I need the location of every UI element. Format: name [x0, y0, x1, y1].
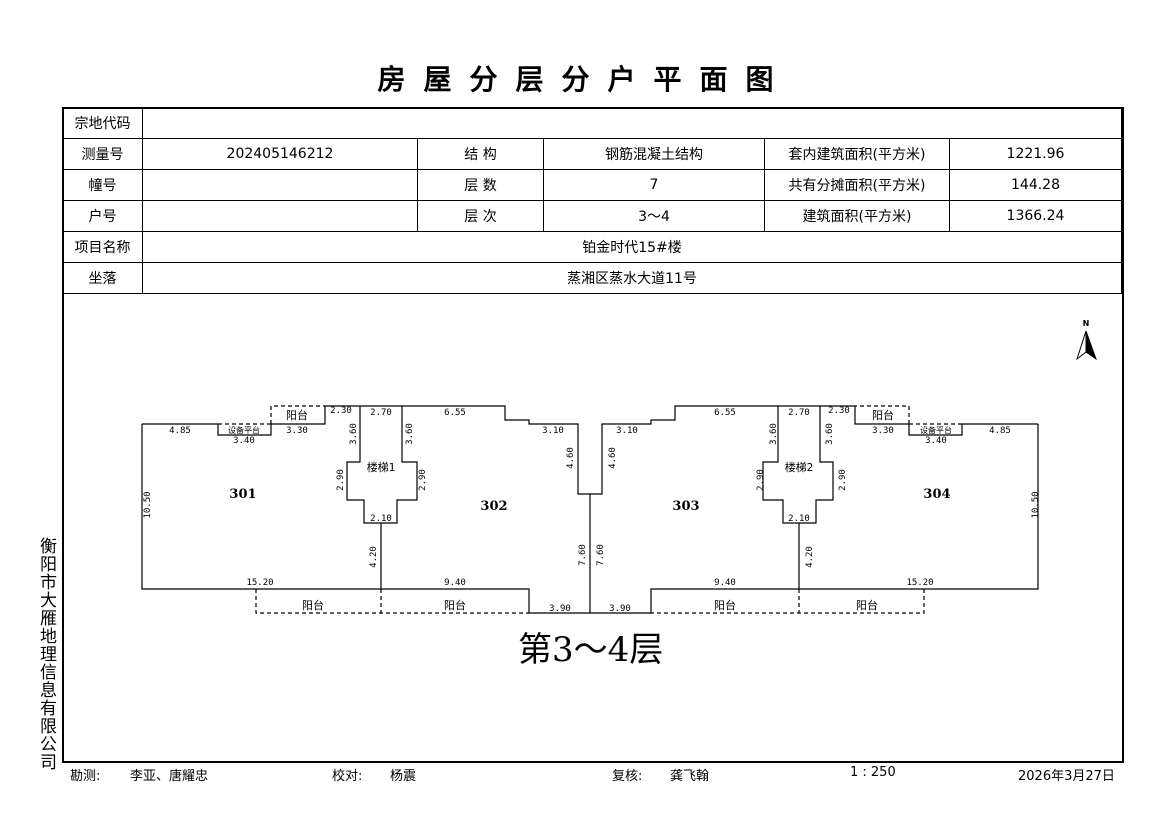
date: 2026年3月27日 [1018, 769, 1115, 784]
dimension-label: 7.60 [578, 544, 588, 566]
dimension-label: 2.30 [828, 406, 850, 416]
dimension-label: 4.85 [169, 426, 191, 436]
dimension-label: 2.30 [330, 406, 352, 416]
dimension-label: 2.90 [756, 469, 766, 491]
dimension-label: 3.10 [542, 426, 564, 436]
dimension-label: 2.90 [336, 469, 346, 491]
equipment-platform-wall [217, 424, 272, 436]
label-zongdi: 宗地代码 [62, 107, 143, 139]
dimension-label: 3.40 [233, 436, 255, 446]
value-floors: 7 [543, 169, 765, 201]
company-name: 衡阳市大雁地理信息有限公司 [40, 537, 57, 773]
floor-label: 第3～4层 [518, 630, 664, 670]
balcony-label: 阳台 [872, 408, 894, 422]
dimension-label: 2.10 [788, 514, 810, 524]
checker: 杨震 [390, 769, 417, 784]
balcony-dashed [255, 589, 529, 614]
dimension-label: 3.90 [609, 604, 631, 614]
balcony-dashed [855, 405, 910, 424]
value-inner-area: 1221.96 [949, 138, 1122, 170]
dimension-label: 2.70 [788, 408, 810, 418]
reviewer-label: 复核: [612, 769, 643, 784]
surveyor-label: 勘测: [70, 769, 101, 784]
balcony-label: 阳台 [302, 598, 324, 612]
dimension-label: 3.60 [405, 423, 415, 445]
dimension-label: 4.85 [989, 426, 1011, 436]
dimension-label: 2.90 [418, 469, 428, 491]
page-title: 房屋分层分户平面图 [377, 63, 792, 96]
dimension-label: 9.40 [444, 578, 466, 588]
dimension-label: 4.20 [369, 546, 379, 568]
scale: 1 : 250 [850, 765, 896, 780]
balcony-label: 阳台 [856, 598, 878, 612]
dimension-label: 7.60 [596, 544, 606, 566]
dimension-label: 4.20 [805, 546, 815, 568]
stair-label: 楼梯1 [367, 460, 396, 474]
reviewer: 龚飞翰 [670, 769, 710, 784]
north-arrow-icon [1085, 330, 1097, 361]
dimension-label: 3.60 [769, 423, 779, 445]
dimension-label: 3.60 [349, 423, 359, 445]
room-number: 303 [672, 499, 699, 514]
surveyor: 李亚、唐耀忠 [130, 769, 209, 784]
dimension-label: 4.60 [566, 447, 576, 469]
dimension-label: 6.55 [444, 408, 466, 418]
dimension-label: 3.90 [549, 604, 571, 614]
value-total-area: 1366.24 [949, 200, 1122, 232]
dimension-label: 15.20 [906, 578, 933, 588]
dimension-label: 9.40 [714, 578, 736, 588]
checker-label: 校对: [332, 769, 363, 784]
value-level: 3～4 [543, 200, 765, 232]
balcony-label: 阳台 [286, 408, 308, 422]
dimension-label: 3.30 [872, 426, 894, 436]
balcony-dashed [651, 589, 925, 614]
dimension-label: 6.55 [714, 408, 736, 418]
dimension-label: 2.10 [370, 514, 392, 524]
dimension-label: 10.50 [143, 491, 153, 518]
north-label: N [1083, 319, 1090, 328]
outer-wall [141, 424, 590, 614]
outer-wall [590, 424, 1039, 614]
dimension-label: 3.10 [616, 426, 638, 436]
value-unit [142, 200, 418, 232]
balcony-label: 阳台 [444, 598, 466, 612]
balcony-dashed [270, 405, 325, 424]
dimension-label: 3.60 [825, 423, 835, 445]
dimension-label: 3.40 [925, 436, 947, 446]
dimension-label: 2.90 [838, 469, 848, 491]
outer-wall [590, 405, 909, 495]
equipment-platform-label: 设备平台 [920, 425, 952, 435]
room-number: 304 [923, 487, 950, 502]
stair-label: 楼梯2 [785, 460, 814, 474]
value-location: 蒸湘区蒸水大道11号 [142, 262, 1122, 294]
value-structure: 钢筋混凝土结构 [543, 138, 765, 170]
room-number: 301 [229, 487, 256, 502]
north-arrow-icon [1076, 330, 1087, 361]
label-total-area: 建筑面积(平方米) [764, 200, 950, 232]
dimension-label: 4.60 [608, 447, 618, 469]
dimension-label: 3.30 [286, 426, 308, 436]
dimension-label: 2.70 [370, 408, 392, 418]
balcony-label: 阳台 [714, 598, 736, 612]
label-project: 项目名称 [62, 231, 143, 263]
room-number: 302 [480, 499, 507, 514]
equipment-platform-wall [908, 424, 963, 436]
dimension-label: 15.20 [246, 578, 273, 588]
outer-wall [271, 405, 590, 495]
equipment-platform-label: 设备平台 [228, 425, 260, 435]
dimension-label: 10.50 [1031, 491, 1041, 518]
